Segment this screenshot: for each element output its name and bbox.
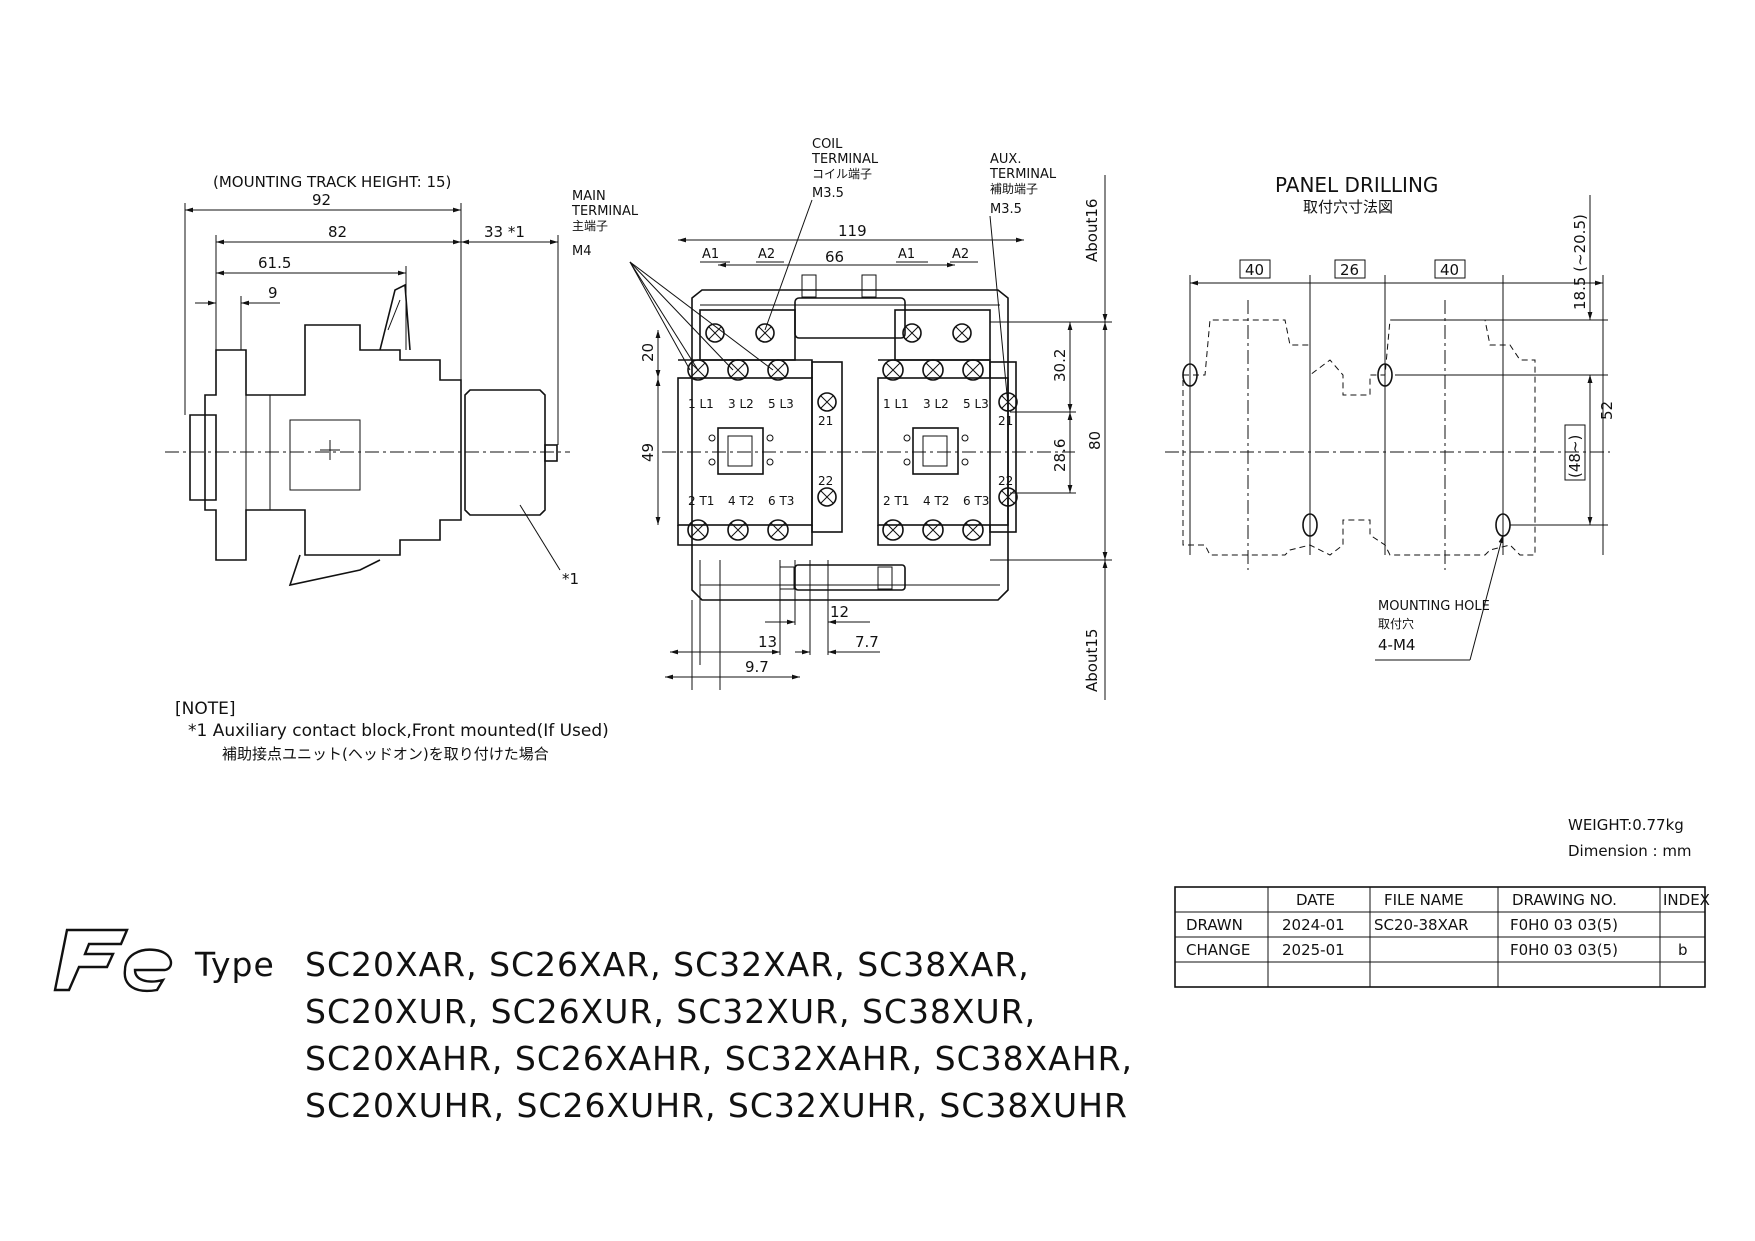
about16-label: About16 — [1083, 199, 1101, 262]
panel-drilling: PANEL DRILLING 取付穴寸法図 40 26 40 18.5 (~20… — [1165, 173, 1616, 661]
row-change-label: CHANGE — [1186, 941, 1250, 959]
coil-terminal-line1: COIL — [812, 137, 843, 152]
main-terminal-size: M4 — [572, 244, 592, 259]
dim-7-7: 7.7 — [855, 633, 879, 651]
front-view: MAIN TERMINAL 主端子 M4 COIL TERMINAL コイル端子… — [571, 137, 1112, 700]
main-terminal-line2: TERMINAL — [571, 204, 639, 219]
dim-119: 119 — [838, 222, 867, 240]
mounting-hole-2 — [1377, 363, 1393, 387]
title-block: DATE FILE NAME DRAWING NO. INDEX DRAWN 2… — [1174, 886, 1710, 988]
weight-text: WEIGHT:0.77kg — [1568, 816, 1684, 834]
row-change-drawing-no: F0H0 03 03(5) — [1510, 941, 1618, 959]
dim-20: 20 — [639, 343, 657, 362]
panel-dim-26: 26 — [1340, 261, 1359, 279]
mounting-hole-3 — [1302, 513, 1318, 537]
panel-dim-18-5: 18.5 (~20.5) — [1571, 214, 1589, 310]
aux-terminal-line1: AUX. — [990, 152, 1021, 167]
aux-terminal-line2: TERMINAL — [989, 167, 1057, 182]
label-a2-left: A2 — [758, 247, 775, 262]
aux-terminal-jp: 補助端子 — [990, 182, 1038, 196]
row-drawn-label: DRAWN — [1186, 916, 1243, 934]
main-terminal-jp: 主端子 — [572, 219, 608, 233]
contactor-right: 1 L1 3 L2 5 L3 2 T1 4 T2 6 T3 21 22 — [877, 309, 1018, 546]
th-file-name: FILE NAME — [1384, 891, 1464, 909]
type-line-4: SC20XUHR, SC26XUHR, SC32XUHR, SC38XUHR — [305, 1086, 1128, 1125]
dim-13: 13 — [758, 633, 777, 651]
side-view: (MOUNTING TRACK HEIGHT: 15) 92 82 33 *1 … — [165, 173, 579, 588]
fe-logo — [53, 928, 173, 993]
main-terminal-line1: MAIN — [572, 189, 606, 204]
panel-dim-40-left: 40 — [1245, 261, 1264, 279]
note-title: [NOTE] — [175, 699, 236, 719]
row-change-index: b — [1678, 941, 1688, 959]
label-a2-right: A2 — [952, 247, 969, 262]
mark-3l2-right: 3 L2 — [923, 397, 949, 411]
dim-82: 82 — [328, 223, 347, 241]
row-drawn-file: SC20-38XAR — [1374, 916, 1469, 934]
mounting-hole-jp: 取付穴 — [1378, 616, 1414, 631]
dim-33: 33 *1 — [484, 223, 525, 241]
type-line-3: SC20XAHR, SC26XAHR, SC32XAHR, SC38XAHR, — [305, 1039, 1133, 1078]
dim-28-6: 28.6 — [1051, 439, 1069, 472]
mark-6t3-right: 6 T3 — [963, 494, 989, 508]
mark-3l2-left: 3 L2 — [728, 397, 754, 411]
label-a1-right: A1 — [898, 247, 915, 262]
panel-subtitle: 取付穴寸法図 — [1303, 198, 1393, 216]
row-change-date: 2025-01 — [1282, 941, 1345, 959]
mark-22-right: 22 — [998, 474, 1013, 488]
dim-9-7: 9.7 — [745, 658, 769, 676]
dim-30-2: 30.2 — [1051, 349, 1069, 382]
mark-4t2-left: 4 T2 — [728, 494, 754, 508]
th-index: INDEX — [1663, 891, 1710, 909]
aux-terminal-size: M3.5 — [990, 202, 1022, 217]
row-drawn-drawing-no: F0H0 03 03(5) — [1510, 916, 1618, 934]
mark-1l1-right: 1 L1 — [883, 397, 909, 411]
type-prefix: Type — [194, 945, 275, 984]
coil-terminal-jp: コイル端子 — [812, 167, 872, 181]
th-date: DATE — [1296, 891, 1335, 909]
coil-terminal-line2: TERMINAL — [811, 152, 879, 167]
dim-9: 9 — [268, 284, 278, 302]
note-block: [NOTE] *1 Auxiliary contact block,Front … — [175, 699, 609, 763]
contactor-left: 1 L1 3 L2 5 L3 2 T1 4 T2 6 T3 21 22 — [677, 309, 843, 546]
mark-1l1-left: 1 L1 — [688, 397, 714, 411]
mark-2t1-right: 2 T1 — [883, 494, 909, 508]
dim-49: 49 — [639, 443, 657, 462]
type-line-2: SC20XUR, SC26XUR, SC32XUR, SC38XUR, — [305, 992, 1036, 1031]
track-height-note: (MOUNTING TRACK HEIGHT: 15) — [213, 173, 451, 191]
mounting-hole-label: MOUNTING HOLE — [1378, 599, 1490, 614]
mounting-hole-1 — [1182, 363, 1198, 387]
dim-61-5: 61.5 — [258, 254, 291, 272]
mark-21-left: 21 — [818, 414, 833, 428]
mounting-hole-size: 4-M4 — [1378, 636, 1415, 654]
mark-2t1-left: 2 T1 — [688, 494, 714, 508]
row-drawn-date: 2024-01 — [1282, 916, 1345, 934]
marker-star1: *1 — [562, 570, 579, 588]
mark-5l3-left: 5 L3 — [768, 397, 794, 411]
panel-dim-48: (48~) — [1566, 435, 1584, 478]
mark-21-right: 21 — [998, 414, 1013, 428]
dim-80: 80 — [1086, 431, 1104, 450]
panel-dim-40-right: 40 — [1440, 261, 1459, 279]
th-drawing-no: DRAWING NO. — [1512, 891, 1617, 909]
dim-12: 12 — [830, 603, 849, 621]
coil-terminal-size: M3.5 — [812, 186, 844, 201]
type-line-1: SC20XAR, SC26XAR, SC32XAR, SC38XAR, — [305, 945, 1030, 984]
dimension-unit: Dimension : mm — [1568, 842, 1692, 860]
mark-22-left: 22 — [818, 474, 833, 488]
label-a1-left: A1 — [702, 247, 719, 262]
dim-66: 66 — [825, 248, 844, 266]
note-line1: *1 Auxiliary contact block,Front mounted… — [188, 721, 609, 741]
panel-title: PANEL DRILLING — [1275, 173, 1438, 197]
note-line2: 補助接点ユニット(ヘッドオン)を取り付けた場合 — [222, 745, 549, 763]
panel-dim-52: 52 — [1598, 401, 1616, 420]
dim-92: 92 — [312, 191, 331, 209]
mark-6t3-left: 6 T3 — [768, 494, 794, 508]
type-list: Type SC20XAR, SC26XAR, SC32XAR, SC38XAR,… — [194, 945, 1133, 1125]
mark-5l3-right: 5 L3 — [963, 397, 989, 411]
about15-label: About15 — [1083, 629, 1101, 692]
mark-4t2-right: 4 T2 — [923, 494, 949, 508]
